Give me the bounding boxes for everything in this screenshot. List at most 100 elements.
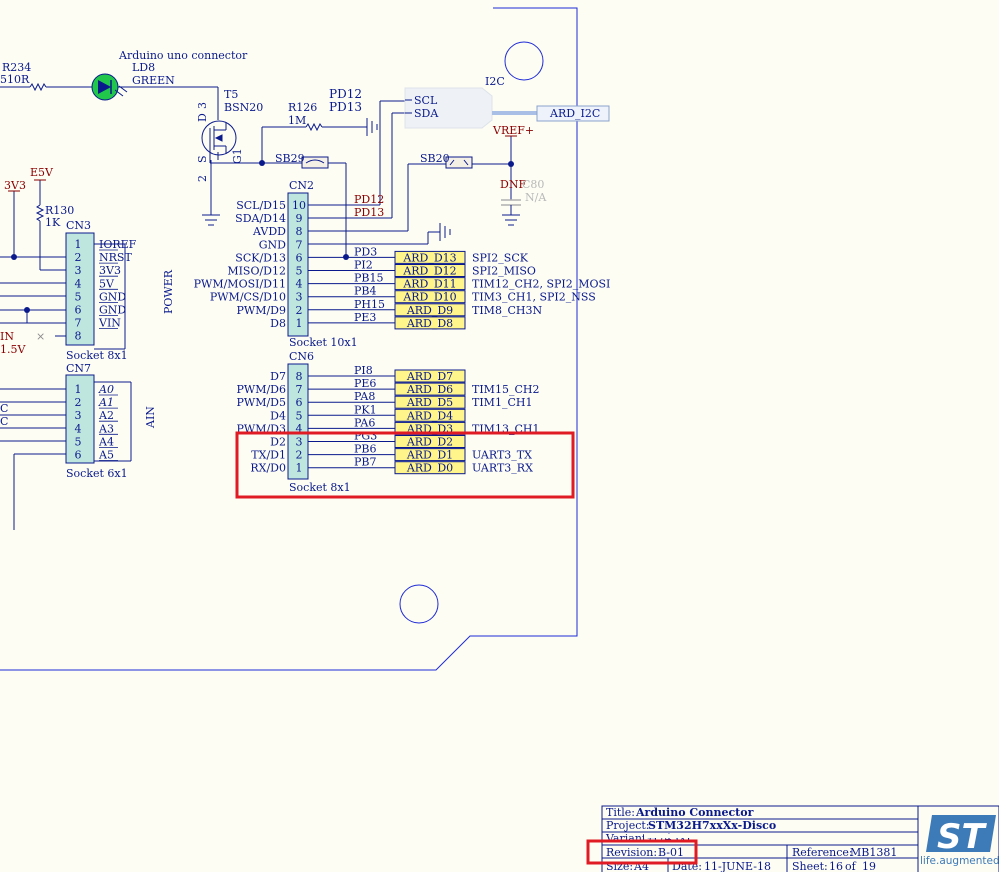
cn2-net-tag xyxy=(394,290,466,304)
cn7-title: CN7 xyxy=(66,362,91,375)
cn6-pin-label: PWM/D5 xyxy=(237,396,287,409)
cn6-net-label: PG3 xyxy=(354,430,377,443)
cn2-net-label: PI2 xyxy=(354,259,373,272)
sb29-label: SB29 xyxy=(275,152,305,165)
mounting-hole-top xyxy=(504,41,544,81)
cn6-pin-label: D7 xyxy=(270,370,286,383)
cn2-pin-label: SCK/D13 xyxy=(235,251,286,264)
cn2-pin-number: 1 xyxy=(296,317,303,330)
led-ld8 xyxy=(91,73,128,101)
title-label: Title: xyxy=(606,806,635,819)
st-logo-mark xyxy=(926,815,996,852)
cn3-pin-label: VIN xyxy=(98,317,121,330)
cn2-pin-label: GND xyxy=(259,238,286,251)
cn6-net-tag-text: ARD_D0 xyxy=(406,462,453,475)
t5-label: T5 xyxy=(224,88,238,101)
r130-value: 1K xyxy=(45,216,61,229)
cn7-footer: Socket 6x1 xyxy=(66,467,128,480)
cn2-pin-function: SPI2_SCK xyxy=(472,251,529,264)
revision-value: B-01 xyxy=(658,846,684,859)
cn7-pin-number: 2 xyxy=(75,396,82,409)
sheet-of-label: of xyxy=(845,860,857,872)
cn3-body xyxy=(65,232,95,346)
cn6-net-tag-text: ARD_D4 xyxy=(406,409,453,422)
st-logo: ST life.augmented xyxy=(920,815,999,867)
transistor-t5 xyxy=(201,120,237,164)
cn7-pin-label: A5 xyxy=(98,449,114,462)
power-symbols xyxy=(8,135,517,192)
cn2-pin-number: 7 xyxy=(296,238,303,251)
arduino-connector-label: Arduino uno connector xyxy=(118,49,248,62)
cn2-pin-number: 5 xyxy=(296,265,303,278)
mounting-hole-bottom xyxy=(399,584,439,624)
r130-label: R130 xyxy=(45,204,74,217)
ground-symbols xyxy=(202,118,520,241)
reference-value: MB1381 xyxy=(850,846,897,859)
cn2-title: CN2 xyxy=(289,179,314,192)
cn3-pin-label: 3V3 xyxy=(99,264,121,277)
variant-label: Variant: xyxy=(605,832,650,845)
cn3-pin-label: GND xyxy=(99,304,126,317)
sb20-label: SB20 xyxy=(420,152,450,165)
project-value: STM32H7xxXx-Disco xyxy=(648,819,776,832)
cn6-pin-number: 1 xyxy=(296,462,303,475)
e5v-label: E5V xyxy=(30,166,54,179)
pd12-label: PD12 xyxy=(329,87,362,101)
cn2-net-label: PH15 xyxy=(354,298,385,311)
scl-label: SCL xyxy=(414,94,438,107)
cn2-net-tag xyxy=(394,303,466,317)
cn6-pin-number: 3 xyxy=(296,436,303,449)
cn7-pin-label: A0 xyxy=(98,383,114,396)
cn6-pin-label: RX/D0 xyxy=(250,462,286,475)
cn6-net-label: PI8 xyxy=(354,364,373,377)
date-value: 11-JUNE-18 xyxy=(704,860,771,872)
i2c-bus xyxy=(404,87,610,129)
cn2-net-tag-text: ARD_D11 xyxy=(402,278,456,291)
gate-pin: G1 xyxy=(231,148,244,164)
cn3-pin-number: 5 xyxy=(75,290,82,303)
board-outline xyxy=(0,7,578,671)
cn2-pin-number: 10 xyxy=(292,199,306,212)
cn6-footer: Socket 8x1 xyxy=(289,481,351,494)
revision-highlight-box xyxy=(586,839,698,865)
cn6-pin-function: UART3_RX xyxy=(472,462,533,475)
dnf-label: DNF xyxy=(500,178,526,191)
title-value: Arduino Connector xyxy=(635,806,754,819)
cn6-net-tag xyxy=(394,369,466,383)
cn6-net-tag xyxy=(394,448,466,462)
cn2-pin-number: 9 xyxy=(296,212,303,225)
ain-side-label: AIN xyxy=(144,406,157,429)
cn7-pin-number: 5 xyxy=(75,435,82,448)
cn6-pin-function: TIM15_CH2 xyxy=(472,383,539,396)
cn3-pin-number: 1 xyxy=(75,238,82,251)
c-fragment-2: C xyxy=(0,415,8,428)
cn2-pin-label: PWM/D9 xyxy=(237,304,287,317)
uart-highlight-box xyxy=(235,431,575,499)
drain-pin: D xyxy=(196,113,209,122)
c-fragment-1: C xyxy=(0,402,8,415)
cn3-pin-label: GND xyxy=(99,290,126,303)
cn3-pin-number: 3 xyxy=(75,264,82,277)
cn2-net-label: PD13 xyxy=(354,206,384,219)
cn6-pin-number: 5 xyxy=(296,409,303,422)
cn2-net-tag-text: ARD_D13 xyxy=(402,251,456,264)
cn2-net-tag xyxy=(394,250,466,264)
cn2-pin-number: 8 xyxy=(296,225,303,238)
cn2-footer: Socket 10x1 xyxy=(289,336,358,349)
cn6-net-tag xyxy=(394,408,466,422)
cn2-net-tag-text: ARD_D9 xyxy=(406,304,453,317)
cn3-pin-label: IOREF xyxy=(99,238,137,251)
cn6-net-tag xyxy=(394,461,466,475)
cn2-pin-function: TIM3_CH1, SPI2_NSS xyxy=(472,291,596,304)
cn2-pin-function: TIM8_CH3N xyxy=(472,304,542,317)
cn3-pin-number: 8 xyxy=(75,330,82,343)
cn6-pin-number: 7 xyxy=(296,383,303,396)
cn6-pin-number: 2 xyxy=(296,449,303,462)
cn7-pin-label: A3 xyxy=(98,422,114,435)
cn2-net-tag-text: ARD_D10 xyxy=(402,291,456,304)
cn7-pin-number: 6 xyxy=(75,449,82,462)
cn6-net-tag-text: ARD_D5 xyxy=(406,396,453,409)
cn2-pin-label: PWM/CS/D10 xyxy=(210,291,286,304)
